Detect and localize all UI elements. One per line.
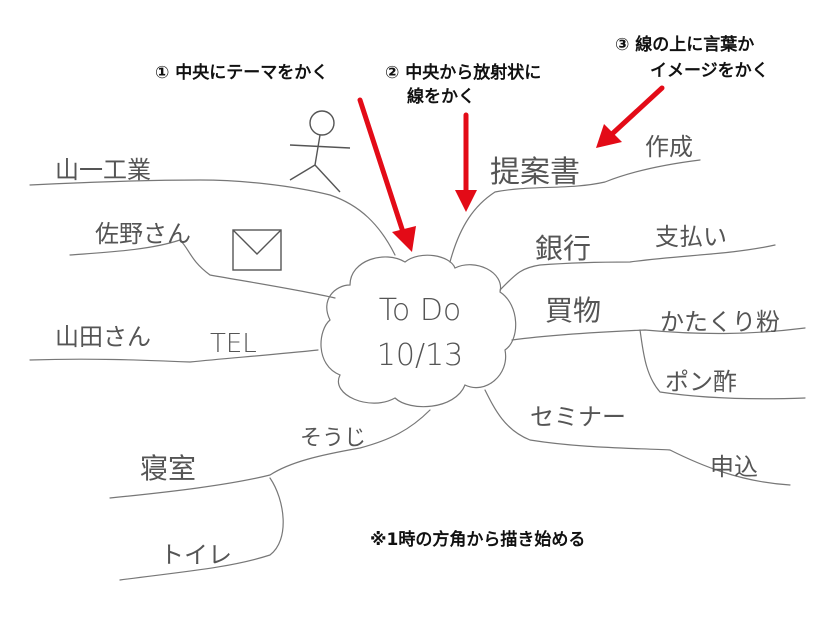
center-date: 10/13 xyxy=(377,338,463,373)
label-company: 山一工業 xyxy=(55,156,151,184)
branch-sano xyxy=(69,239,336,299)
label-shopping-sub1: かたくり粉 xyxy=(660,308,780,336)
branch-bank xyxy=(499,244,776,291)
center-title: To Do xyxy=(379,293,462,328)
envelope-icon xyxy=(232,229,282,271)
branch-seminar xyxy=(484,389,791,486)
label-shopping-sub2: ポン酢 xyxy=(665,368,737,396)
instruction-step1: ① 中央にテーマをかく xyxy=(155,62,328,83)
instruction-step2-line2: 線をかく xyxy=(407,86,475,107)
branch-shopping xyxy=(511,327,806,341)
label-sano: 佐野さん xyxy=(95,220,191,248)
label-bank: 銀行 xyxy=(535,232,591,265)
label-toilet: トイレ xyxy=(160,541,232,569)
branch-shopping-sub xyxy=(639,329,806,400)
arrow-1 xyxy=(357,97,416,252)
arrow-2 xyxy=(455,112,477,212)
label-bank-sub: 支払い xyxy=(655,223,727,251)
label-seminar-sub: 申込 xyxy=(710,453,758,481)
label-seminar: セミナー xyxy=(530,403,626,431)
label-bedroom: 寝室 xyxy=(140,452,196,485)
label-cleaning: そうじ xyxy=(300,426,366,451)
instruction-note: ※1時の方角から描き始める xyxy=(370,529,585,550)
branch-proposal xyxy=(449,159,701,263)
branch-cleaning xyxy=(109,409,431,499)
instruction-step3-line2: イメージをかく xyxy=(650,61,769,81)
label-proposal: 提案書 xyxy=(490,155,580,190)
stick-figure-icon xyxy=(289,110,351,193)
label-yamada: 山田さん xyxy=(55,323,151,351)
label-tel: TEL xyxy=(210,329,257,359)
branch-company xyxy=(29,179,396,256)
branch-toilet xyxy=(119,477,284,581)
instruction-step2-line1: ② 中央から放射状に xyxy=(385,62,541,83)
arrow-3 xyxy=(596,85,665,148)
label-proposal-sub: 作成 xyxy=(645,133,693,161)
center-cloud xyxy=(320,254,517,408)
branch-tel xyxy=(29,349,319,363)
instruction-step3-line1: ③ 線の上に言葉か xyxy=(615,34,754,55)
label-shopping: 買物 xyxy=(545,294,601,327)
